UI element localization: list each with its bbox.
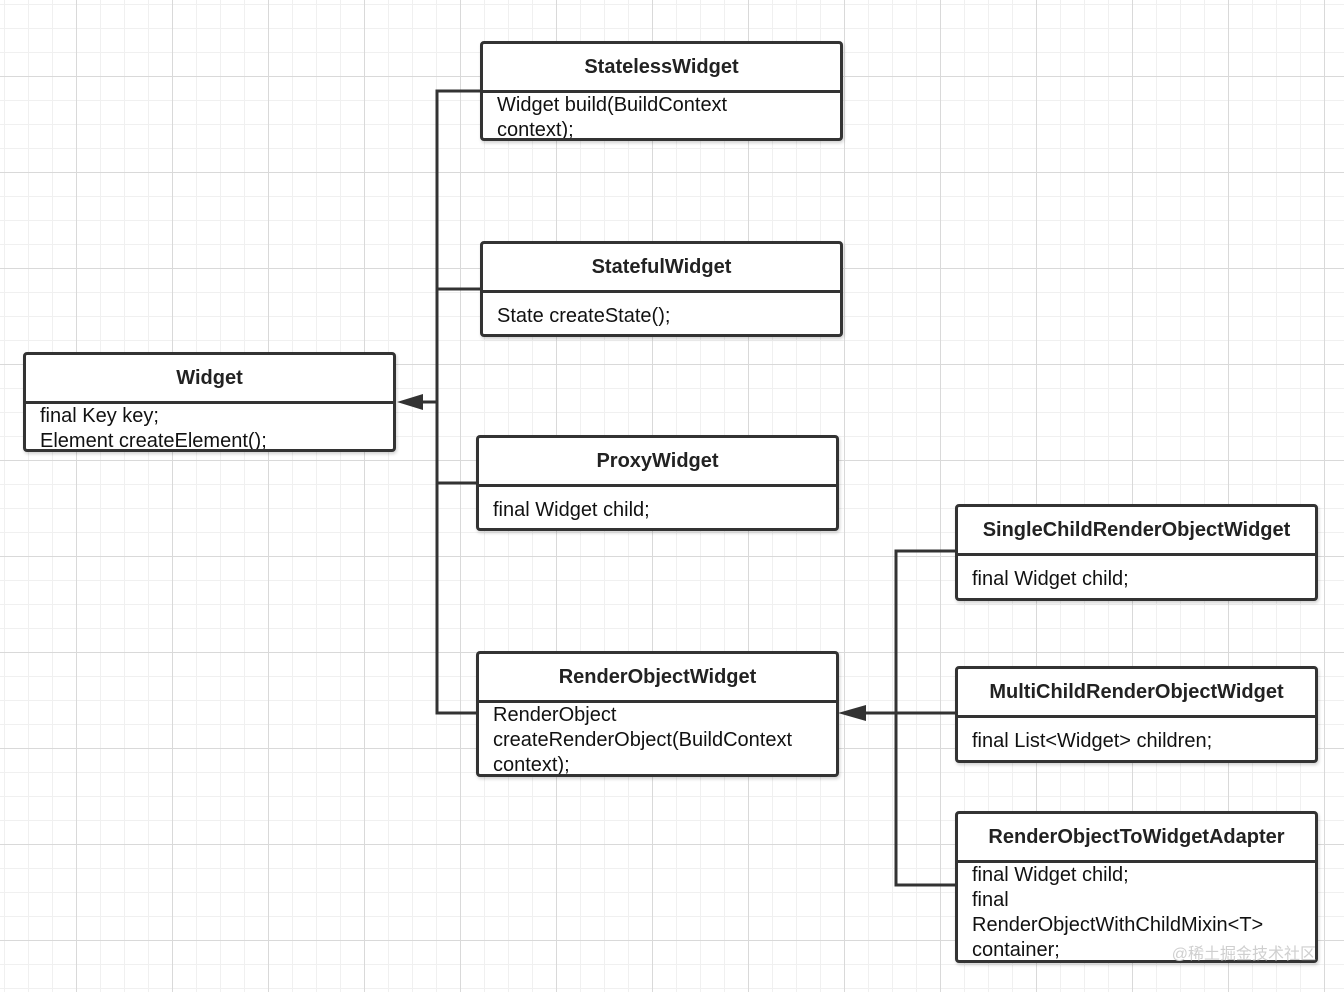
class-member: Element createElement();	[40, 430, 267, 452]
class-widget[interactable]: Widget final Key key; Element createElem…	[23, 352, 396, 452]
class-stateful-widget-members: State createState();	[483, 293, 840, 329]
class-stateless-widget-members: Widget build(BuildContext context);	[483, 93, 840, 141]
class-widget-members: final Key key; Element createElement();	[26, 404, 393, 452]
class-stateful-widget[interactable]: StatefulWidget State createState();	[480, 241, 843, 337]
class-proxy-widget-title: ProxyWidget	[479, 438, 836, 487]
connector-stateless-to-widget	[435, 89, 480, 402]
class-member: final Key key;	[40, 405, 159, 427]
class-multi-child-render-object-widget[interactable]: MultiChildRenderObjectWidget final List<…	[955, 666, 1318, 763]
inheritance-arrowhead-widget	[397, 394, 423, 410]
class-single-child-title: SingleChildRenderObjectWidget	[958, 507, 1315, 556]
connector-stateful-to-widget	[435, 287, 480, 402]
class-member: final Widget child;	[493, 499, 650, 521]
class-member: final Widget child;	[972, 864, 1129, 886]
connector-adapter-to-renderobject	[894, 713, 955, 887]
class-multi-child-title: MultiChildRenderObjectWidget	[958, 669, 1315, 718]
class-proxy-widget[interactable]: ProxyWidget final Widget child;	[476, 435, 839, 531]
class-single-child-members: final Widget child;	[958, 556, 1315, 592]
class-member: final List<Widget> children;	[972, 730, 1213, 752]
class-render-object-widget[interactable]: RenderObjectWidget RenderObject createRe…	[476, 651, 839, 777]
class-member: context);	[493, 754, 570, 776]
class-stateless-widget[interactable]: StatelessWidget Widget build(BuildContex…	[480, 41, 843, 141]
connector-proxy-to-widget	[435, 402, 476, 485]
class-single-child-render-object-widget[interactable]: SingleChildRenderObjectWidget final Widg…	[955, 504, 1318, 601]
connector-singlechild-to-renderobject	[894, 549, 955, 713]
class-multi-child-members: final List<Widget> children;	[958, 718, 1315, 754]
connector-renderobject-to-widget	[435, 402, 476, 715]
class-adapter-title: RenderObjectToWidgetAdapter	[958, 814, 1315, 863]
class-member: context);	[497, 119, 574, 141]
inheritance-arrowhead-renderobject	[838, 705, 866, 721]
class-proxy-widget-members: final Widget child;	[479, 487, 836, 523]
class-adapter-members: final Widget child; final RenderObjectWi…	[958, 863, 1315, 961]
class-render-object-widget-members: RenderObject createRenderObject(BuildCon…	[479, 703, 836, 776]
class-widget-title: Widget	[26, 355, 393, 404]
class-member: final Widget child;	[972, 568, 1129, 590]
class-render-object-widget-title: RenderObjectWidget	[479, 654, 836, 703]
class-member: container;	[972, 939, 1060, 961]
watermark: @稀土掘金技术社区	[1171, 946, 1316, 963]
class-member: State createState();	[497, 305, 671, 327]
class-member: Widget build(BuildContext	[497, 94, 728, 116]
class-stateless-widget-title: StatelessWidget	[483, 44, 840, 93]
class-member: RenderObject	[493, 704, 617, 726]
class-member: final	[972, 889, 1009, 911]
class-render-object-to-widget-adapter[interactable]: RenderObjectToWidgetAdapter final Widget…	[955, 811, 1318, 963]
class-member: createRenderObject(BuildContext	[493, 729, 793, 751]
class-stateful-widget-title: StatefulWidget	[483, 244, 840, 293]
class-member: RenderObjectWithChildMixin<T>	[972, 914, 1264, 936]
